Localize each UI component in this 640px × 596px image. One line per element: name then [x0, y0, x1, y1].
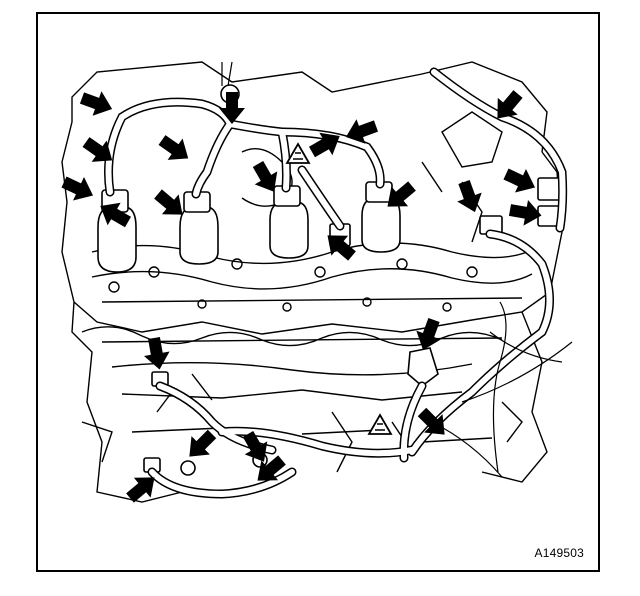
ignition-coils [97, 84, 565, 476]
engine-block [61, 61, 563, 503]
figure-frame: A149503 [36, 12, 600, 572]
figure-id-label: A149503 [534, 546, 584, 560]
wire-harness [104, 61, 573, 499]
engine-illustration [58, 61, 573, 508]
